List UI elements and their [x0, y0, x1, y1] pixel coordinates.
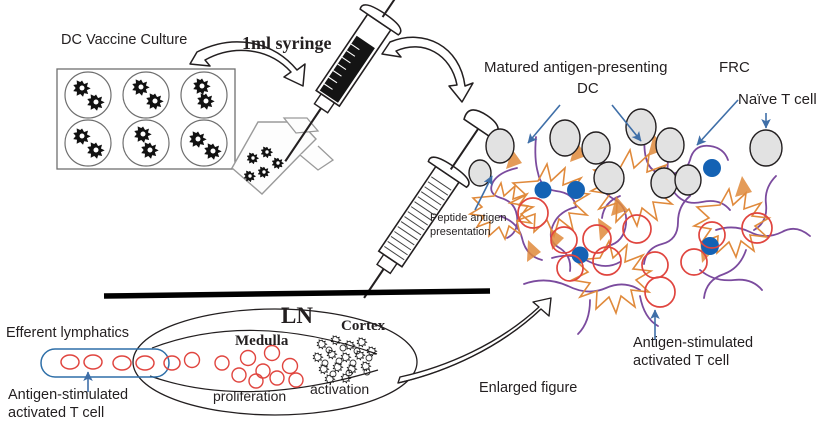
label-matured-dc-line1: Matured antigen-presenting	[484, 59, 668, 76]
efferent-t-cells	[60, 354, 181, 371]
label-proliferation: proliferation	[213, 388, 287, 404]
cortex-dc-cluster	[312, 335, 378, 385]
efferent-lymphatic-vessel	[40, 348, 170, 378]
label-matured-dc-line2: DC	[577, 80, 599, 97]
label-activated-t-right-line1: Antigen-stimulated	[633, 335, 754, 351]
dc-nuclei	[534, 159, 721, 264]
label-efferent-lymphatics: Efferent lymphatics	[6, 325, 130, 341]
label-dc-vaccine-culture: DC Vaccine Culture	[61, 32, 188, 48]
enlarged-figure-arrow	[397, 297, 552, 384]
activated-t-cells	[517, 197, 773, 308]
label-ln: LN	[281, 303, 313, 328]
label-activated-t-left-line1: Antigen-stimulated	[8, 387, 129, 403]
label-frc: FRC	[719, 59, 750, 76]
label-activated-t-right-line2: activated T cell	[633, 353, 730, 369]
medulla-t-cells	[183, 344, 304, 389]
label-activation: activation	[310, 381, 370, 397]
label-peptide-line2: presentation	[430, 226, 491, 238]
skin-line	[103, 288, 491, 299]
arrow-plate-to-syringe	[189, 41, 306, 87]
label-activated-t-left-line2: activated T cell	[8, 405, 105, 421]
conical-tube	[231, 117, 335, 195]
syringe-two	[363, 109, 499, 299]
pointer-arrows-network	[474, 99, 771, 340]
dc-culture-plate	[56, 68, 236, 170]
label-1ml-syringe: 1ml syringe	[242, 33, 332, 53]
label-enlarged-figure: Enlarged figure	[479, 380, 578, 396]
arrow-syringe-to-syringe	[381, 36, 474, 103]
label-medulla: Medulla	[235, 333, 289, 349]
label-naive-t-cell: Naïve T cell	[738, 91, 817, 108]
syringe-one	[284, 0, 410, 162]
naive-t-cells	[468, 108, 783, 199]
label-peptide-line1: Peptide antigen	[430, 212, 507, 224]
label-cortex: Cortex	[341, 318, 386, 334]
